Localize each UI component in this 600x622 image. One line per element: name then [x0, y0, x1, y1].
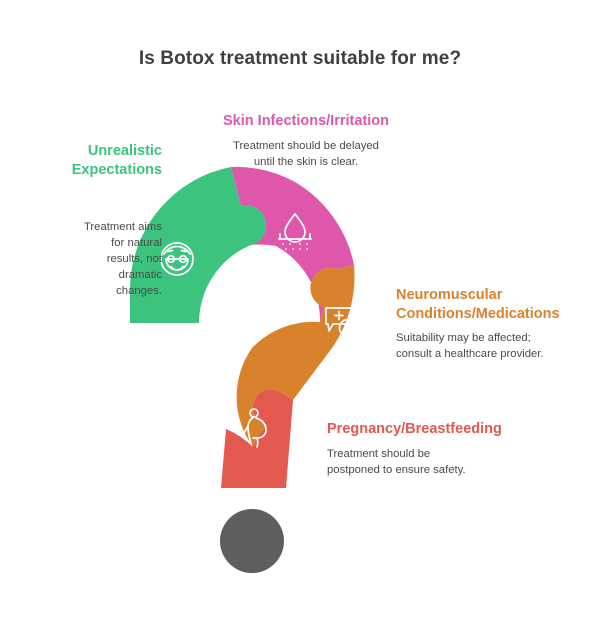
callout-body-line: changes. — [116, 285, 162, 298]
callout-body-line: results, not — [106, 253, 162, 266]
callout-body-line: Treatment should be delayed — [233, 139, 379, 152]
segment-shape-pink — [231, 166, 354, 322]
callout-title-pregnancy-breastfeeding: Pregnancy/Breastfeeding — [327, 421, 502, 437]
callout-body-line: for natural — [111, 237, 162, 250]
callout-title-line: Conditions/Medications — [396, 305, 560, 322]
callout-title-skin-infections: Skin Infections/Irritation — [223, 113, 389, 129]
callout-body-line: Suitability may be affected; — [396, 332, 531, 345]
callout-unrealistic-expectations[interactable]: Unrealistic Expectations Treatment aims … — [8, 142, 162, 299]
medical-question-chat-icon — [325, 307, 358, 338]
callout-body-line: consult a healthcare provider. — [396, 348, 544, 361]
segment-shape-orange — [236, 265, 355, 447]
callout-title-line: Neuromuscular — [396, 287, 503, 303]
segment-shape-green — [129, 167, 267, 323]
pregnant-woman-icon — [243, 408, 267, 448]
callout-body-line: dramatic — [118, 269, 162, 282]
puzzle-piece-unrealistic-expectations[interactable] — [129, 167, 267, 323]
puzzle-piece-pregnancy[interactable] — [221, 389, 293, 488]
callout-body-line: postponed to ensure safety. — [327, 463, 466, 476]
callout-body-skin-infections: Treatment should be delayed until the sk… — [188, 138, 424, 170]
callout-title-neuromuscular: Neuromuscular Conditions/Medications — [396, 286, 592, 323]
callout-title-line: Unrealistic — [87, 143, 162, 159]
puzzle-piece-neuromuscular[interactable] — [236, 265, 358, 447]
callout-title-unrealistic-expectations: Unrealistic Expectations — [8, 142, 162, 179]
face-mask-icon — [160, 242, 194, 276]
callout-body-line: Treatment aims — [83, 221, 162, 234]
callout-body-neuromuscular: Suitability may be affected; consult a h… — [396, 330, 592, 362]
callout-body-line: Treatment should be — [327, 447, 431, 460]
callout-skin-infections[interactable]: Skin Infections/Irritation Treatment sho… — [188, 112, 424, 170]
callout-body-unrealistic-expectations: Treatment aims for natural results, not … — [8, 219, 162, 299]
callout-pregnancy-breastfeeding[interactable]: Pregnancy/Breastfeeding Treatment should… — [327, 420, 577, 478]
segment-shape-red — [221, 389, 293, 488]
callout-body-pregnancy-breastfeeding: Treatment should be postponed to ensure … — [327, 446, 577, 478]
callout-neuromuscular[interactable]: Neuromuscular Conditions/Medications Sui… — [396, 286, 592, 362]
page-title: Is Botox treatment suitable for me? — [138, 48, 462, 69]
puzzle-piece-skin-infections[interactable] — [231, 166, 354, 322]
skin-droplet-icon — [278, 213, 312, 250]
callout-body-line: until the skin is clear. — [253, 155, 359, 168]
question-mark-dot — [220, 509, 284, 573]
callout-title-line: Expectations — [71, 161, 162, 178]
